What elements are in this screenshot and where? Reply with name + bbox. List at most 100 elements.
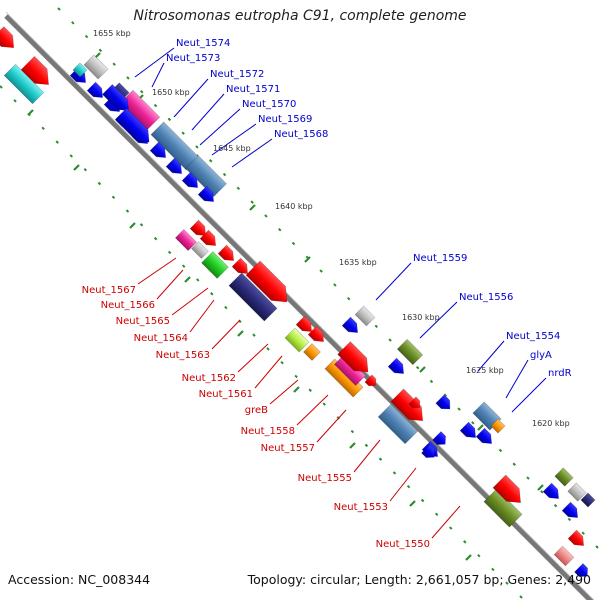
gene-blue-body (86, 81, 103, 98)
gene-red (567, 529, 584, 546)
gene-red-body (567, 529, 584, 546)
gene-label-forward: Neut_1571 (226, 84, 280, 95)
gene-red-body (408, 396, 421, 409)
scale-tick (553, 503, 558, 508)
scale-tick (69, 154, 73, 158)
gene-label-forward: Neut_1574 (176, 38, 230, 49)
gene-blue (561, 501, 578, 518)
leader-line (296, 394, 329, 426)
gene-blue-body (435, 394, 451, 410)
gene-label-forward: Neut_1572 (210, 69, 264, 80)
major-tick (349, 442, 356, 449)
gene-red-body (337, 341, 369, 373)
scale-tick (195, 145, 199, 149)
scale-tick (153, 236, 158, 241)
scale-tick (319, 269, 323, 273)
gene-label-forward: Neut_1570 (242, 99, 296, 110)
leader-line (211, 319, 241, 350)
scale-tick (322, 402, 326, 406)
major-tick (129, 222, 136, 229)
gene-orange (490, 418, 506, 434)
gene-red-body (199, 229, 216, 246)
scale-tick (167, 117, 172, 122)
leader-line (511, 377, 547, 413)
gene-navy (228, 272, 278, 322)
scale-tick (71, 21, 75, 25)
scale-tick (457, 407, 461, 411)
gene-label-reverse: Neut_1550 (376, 539, 430, 550)
gene-navy (580, 492, 596, 508)
gene-cyan-body (3, 63, 45, 105)
kbp-label: 1630 kbp (402, 313, 440, 322)
gene-label-reverse: Neut_1563 (156, 350, 210, 361)
scale-tick (250, 200, 254, 204)
gene-salmon (553, 545, 575, 567)
scale-tick (57, 7, 61, 11)
kbp-label: 1650 kbp (152, 88, 190, 97)
gene-blue-body (165, 157, 182, 174)
gene-olive (483, 488, 523, 528)
major-tick (409, 500, 416, 507)
gene-blue (341, 316, 358, 333)
leader-line (137, 257, 177, 285)
leader-line (254, 355, 283, 389)
gene-blue (542, 482, 559, 499)
gene-orange (303, 343, 321, 361)
gene-blue (197, 185, 214, 202)
leader-line (151, 62, 165, 88)
scale-tick (167, 250, 172, 255)
leader-line (269, 379, 299, 405)
leader-line (156, 269, 184, 300)
gene-red-body (189, 219, 206, 236)
gene-blue (574, 563, 588, 577)
leader-line (375, 262, 412, 301)
leader-line (199, 108, 241, 146)
major-tick (237, 330, 244, 337)
scale-tick (126, 76, 130, 80)
gene-red-body (0, 26, 15, 49)
kbp-label: 1640 kbp (275, 202, 313, 211)
gene-gray-body (354, 305, 376, 327)
gene-blue (421, 444, 435, 458)
scale-tick (449, 526, 453, 530)
scale-tick (429, 379, 434, 384)
scale-tick (595, 545, 599, 549)
major-tick (293, 386, 300, 393)
leader-line (134, 47, 175, 78)
gene-blue (432, 431, 446, 445)
accession-text: Accession: NC_008344 (8, 572, 151, 587)
scale-tick (540, 490, 544, 494)
scale-tick (84, 34, 89, 39)
gene-blue-body (341, 316, 358, 333)
kbp-label: 1635 kbp (339, 258, 377, 267)
gene-blue-body (181, 171, 198, 188)
gene-steel-body (185, 155, 227, 197)
gene-red (199, 229, 216, 246)
gene-pink-body (174, 228, 198, 252)
gene-blue (86, 81, 103, 98)
kbp-label: 1645 kbp (213, 144, 251, 153)
leader-line (237, 343, 269, 373)
gene-steel-body (150, 121, 200, 171)
gene-olive-body (396, 338, 424, 366)
gene-gray-body (567, 482, 587, 502)
leader-line (353, 439, 381, 473)
gene-gray (83, 54, 109, 80)
gene-label-reverse: Neut_1553 (334, 502, 388, 513)
major-tick (249, 204, 256, 211)
gene-blue (114, 107, 150, 143)
gene-cyan (72, 62, 88, 78)
leader-line (191, 93, 225, 131)
gene-red-body (364, 374, 377, 387)
scale-tick (406, 485, 411, 489)
scale-tick (111, 195, 116, 199)
gene-label-reverse: Neut_1555 (298, 473, 352, 484)
gene-red (337, 341, 369, 373)
scale-tick (13, 99, 17, 103)
gene-navy-body (228, 272, 278, 322)
major-tick (419, 366, 426, 373)
gene-green-body (201, 251, 229, 279)
gene-blue (102, 84, 129, 111)
gene-label-reverse: Neut_1557 (261, 443, 315, 454)
gene-red (189, 219, 206, 236)
